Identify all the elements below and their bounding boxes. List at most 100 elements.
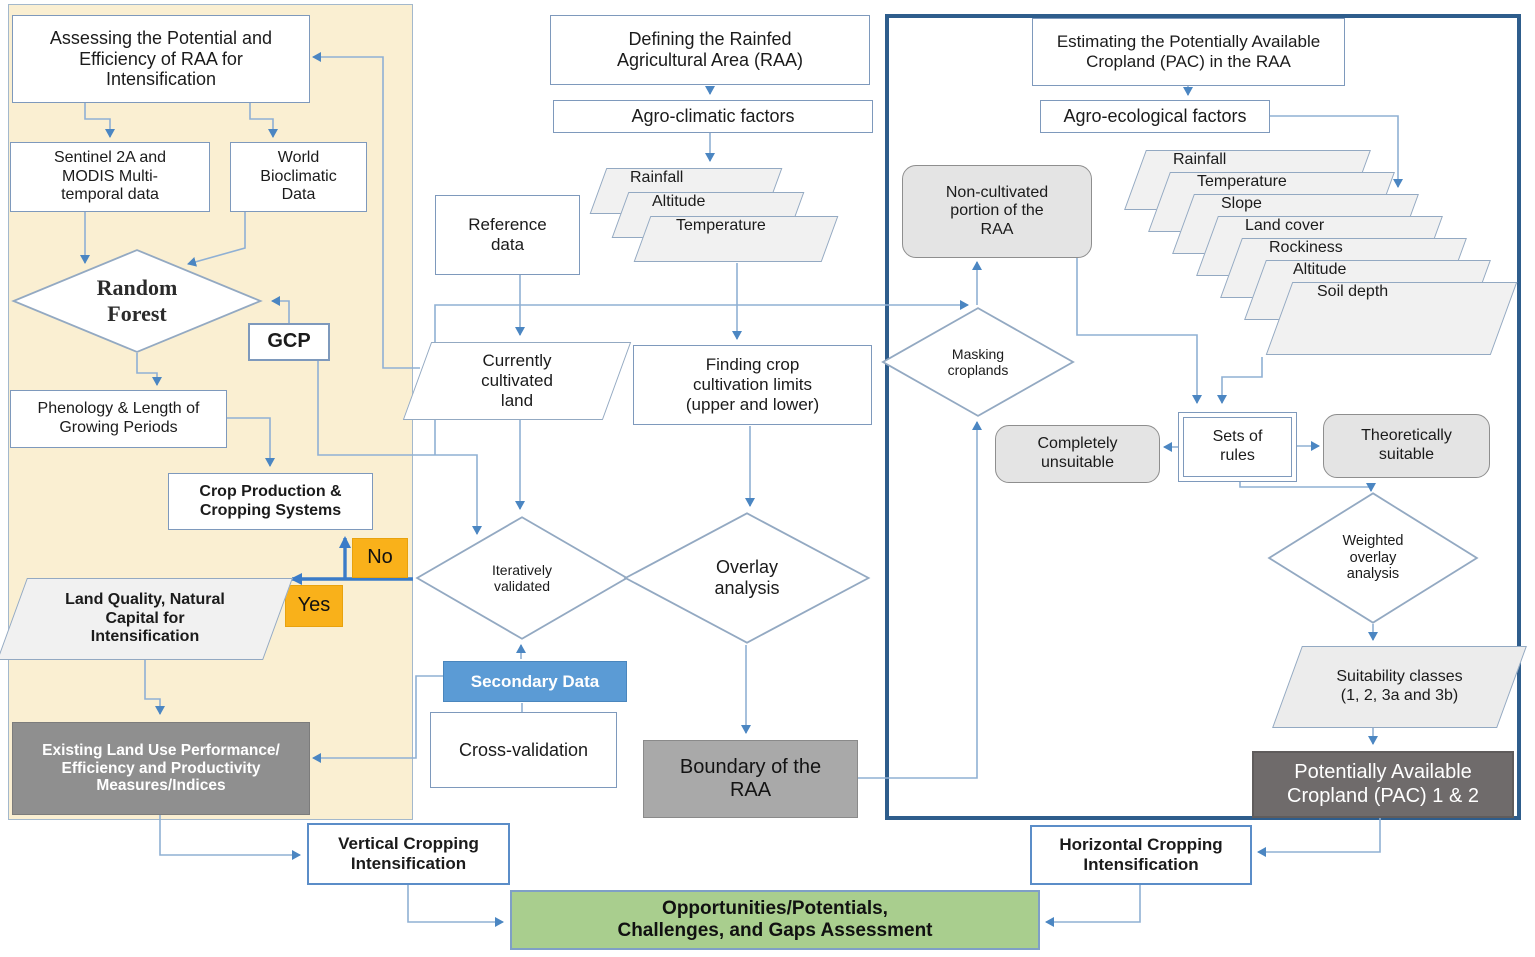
climate-temperature-label: Temperature bbox=[676, 217, 766, 234]
vertical-cropping-label: Vertical Cropping Intensification bbox=[338, 834, 479, 873]
node-gcp: GCP bbox=[248, 323, 330, 361]
node-assessing-raa: Assessing the Potential and Efficiency o… bbox=[12, 15, 310, 103]
factor-landcover-label: Land cover bbox=[1245, 217, 1325, 234]
no-label: No bbox=[367, 546, 393, 569]
arrow-boundary-to-masking bbox=[858, 421, 982, 779]
finding-limits-label: Finding crop cultivation limits (upper a… bbox=[685, 355, 820, 414]
reference-data-label: Reference data bbox=[468, 215, 547, 254]
node-climate-altitude: Altitude bbox=[611, 192, 805, 238]
world-bioclimatic-label: World Bioclimatic Data bbox=[260, 149, 337, 204]
agro-climatic-label: Agro-climatic factors bbox=[631, 106, 795, 127]
phenology-label: Phenology & Length of Growing Periods bbox=[37, 400, 200, 436]
factor-altitude-label: Altitude bbox=[1293, 261, 1347, 278]
factor-rainfall-label: Rainfall bbox=[1173, 151, 1227, 168]
arrow-landquality-to-existing bbox=[144, 660, 165, 715]
node-currently-cultivated: Currently cultivated land bbox=[402, 342, 632, 420]
right-panel-border bbox=[885, 14, 1521, 820]
overlay-analysis-diamond-shape bbox=[623, 512, 871, 644]
arrow-gcp-to-randomforest bbox=[271, 296, 290, 323]
theoretically-suitable-label: Theoretically suitable bbox=[1361, 427, 1452, 463]
climate-rainfall-label: Rainfall bbox=[630, 169, 684, 186]
yes-label: Yes bbox=[297, 594, 331, 617]
node-opportunities-assessment: Opportunities/Potentials, Challenges, an… bbox=[510, 890, 1040, 950]
arrow-phenology-to-cropproduction bbox=[227, 417, 275, 467]
node-land-quality: Land Quality, Natural Capital for Intens… bbox=[0, 578, 293, 660]
node-suitability-classes: Suitability classes (1, 2, 3a and 3b) bbox=[1272, 646, 1527, 728]
node-reference-data: Reference data bbox=[435, 195, 580, 275]
cross-validation-label: Cross-validation bbox=[458, 739, 589, 760]
node-existing-land-use: Existing Land Use Performance/ Efficienc… bbox=[12, 722, 310, 815]
arrow-cultivated-feedback-to-assessing bbox=[312, 52, 420, 369]
arrow-randomforest-to-phenology bbox=[136, 353, 162, 386]
iteratively-validated-label: Iteratively validated bbox=[492, 561, 552, 594]
node-non-cultivated: Non-cultivated portion of the RAA bbox=[902, 165, 1092, 258]
arrow-secondary-to-existing bbox=[312, 675, 443, 763]
gcp-label: GCP bbox=[267, 330, 311, 353]
factor-rockiness-label: Rockiness bbox=[1269, 239, 1343, 256]
crop-production-label: Crop Production & Cropping Systems bbox=[199, 482, 342, 519]
node-finding-limits: Finding crop cultivation limits (upper a… bbox=[633, 345, 872, 425]
node-factor-rainfall: Rainfall bbox=[1124, 150, 1371, 210]
node-agro-climatic: Agro-climatic factors bbox=[553, 100, 873, 133]
masking-croplands-diamond-shape bbox=[881, 307, 1075, 417]
arrow-assessing-to-bioclim bbox=[249, 103, 278, 138]
sentinel-modis-label: Sentinel 2A and MODIS Multi-temporal dat… bbox=[53, 149, 167, 204]
existing-land-use-label: Existing Land Use Performance/ Efficienc… bbox=[42, 741, 280, 795]
node-factor-temperature: Temperature bbox=[1148, 172, 1395, 232]
yes-branch-label-box: Yes bbox=[285, 585, 343, 627]
arrow-bioclim-to-randomforest bbox=[187, 212, 246, 267]
node-factor-landcover: Land cover bbox=[1196, 216, 1443, 276]
arrow-pac-to-horizontal bbox=[1257, 818, 1381, 857]
arrow-existing-to-vertical bbox=[159, 815, 301, 860]
masking-croplands-label: Masking croplands bbox=[947, 345, 1009, 378]
decision-overlay-analysis: Overlay analysis bbox=[623, 512, 871, 644]
arrow-assessing-to-sentinel bbox=[84, 103, 115, 138]
arrow-horizontal-to-opportunities bbox=[1045, 885, 1141, 927]
node-pac-result: Potentially Available Cropland (PAC) 1 &… bbox=[1252, 751, 1514, 818]
factor-soildepth-label: Soil depth bbox=[1317, 283, 1389, 300]
secondary-data-label: Secondary Data bbox=[470, 671, 600, 691]
node-crop-production: Crop Production & Cropping Systems bbox=[168, 473, 373, 530]
weighted-overlay-label: Weighted overlay analysis bbox=[1342, 532, 1404, 583]
node-vertical-cropping: Vertical Cropping Intensification bbox=[307, 823, 510, 885]
opportunities-assessment-label: Opportunities/Potentials, Challenges, an… bbox=[617, 897, 933, 941]
arrow-vertical-to-opportunities bbox=[407, 885, 504, 927]
agro-ecological-label: Agro-ecological factors bbox=[1063, 106, 1247, 127]
node-climate-temperature: Temperature bbox=[633, 216, 839, 262]
node-estimating-pac: Estimating the Potentially Available Cro… bbox=[1032, 18, 1345, 86]
no-branch-label-box: No bbox=[352, 538, 408, 578]
horizontal-cropping-label: Horizontal Cropping Intensification bbox=[1059, 835, 1223, 874]
node-factor-soildepth: Soil depth bbox=[1265, 282, 1518, 355]
arrow-stack-to-rules bbox=[1217, 357, 1263, 404]
pac-result-label: Potentially Available Cropland (PAC) 1 &… bbox=[1287, 761, 1479, 807]
node-horizontal-cropping: Horizontal Cropping Intensification bbox=[1030, 825, 1252, 885]
random-forest-diamond-shape bbox=[11, 249, 263, 353]
node-agro-ecological: Agro-ecological factors bbox=[1040, 100, 1270, 133]
suitability-classes-label: Suitability classes (1, 2, 3a and 3b) bbox=[1336, 668, 1463, 704]
arrow-rules-to-weighted bbox=[1239, 482, 1376, 492]
overlay-analysis-label: Overlay analysis bbox=[714, 557, 780, 598]
arrow-gcp-to-iteratively-validated bbox=[317, 361, 482, 535]
sets-of-rules-label: Sets of rules bbox=[1212, 428, 1263, 464]
decision-iteratively-validated: Iteratively validated bbox=[415, 516, 629, 640]
defining-raa-label: Defining the Rainfed Agricultural Area (… bbox=[616, 29, 804, 70]
factor-temperature-label: Temperature bbox=[1197, 173, 1287, 190]
node-phenology: Phenology & Length of Growing Periods bbox=[10, 390, 227, 448]
random-forest-label: Random Forest bbox=[96, 275, 178, 326]
land-quality-label: Land Quality, Natural Capital for Intens… bbox=[65, 591, 225, 646]
node-sets-of-rules: Sets of rules bbox=[1178, 412, 1297, 482]
iteratively-validated-diamond-shape bbox=[415, 516, 629, 640]
arrow-noncultivated-to-rules bbox=[1076, 258, 1202, 404]
arrow-agroecological-to-stack bbox=[1270, 115, 1403, 188]
node-world-bioclimatic: World Bioclimatic Data bbox=[230, 142, 367, 212]
weighted-overlay-diamond-shape bbox=[1267, 492, 1479, 624]
completely-unsuitable-label: Completely unsuitable bbox=[1037, 435, 1118, 471]
node-defining-raa: Defining the Rainfed Agricultural Area (… bbox=[550, 15, 870, 85]
assessing-raa-label: Assessing the Potential and Efficiency o… bbox=[49, 27, 273, 90]
estimating-pac-label: Estimating the Potentially Available Cro… bbox=[1056, 32, 1321, 71]
node-secondary-data: Secondary Data bbox=[443, 661, 627, 702]
node-factor-slope: Slope bbox=[1172, 194, 1419, 254]
non-cultivated-label: Non-cultivated portion of the RAA bbox=[945, 183, 1049, 238]
node-factor-rockiness: Rockiness bbox=[1220, 238, 1467, 298]
